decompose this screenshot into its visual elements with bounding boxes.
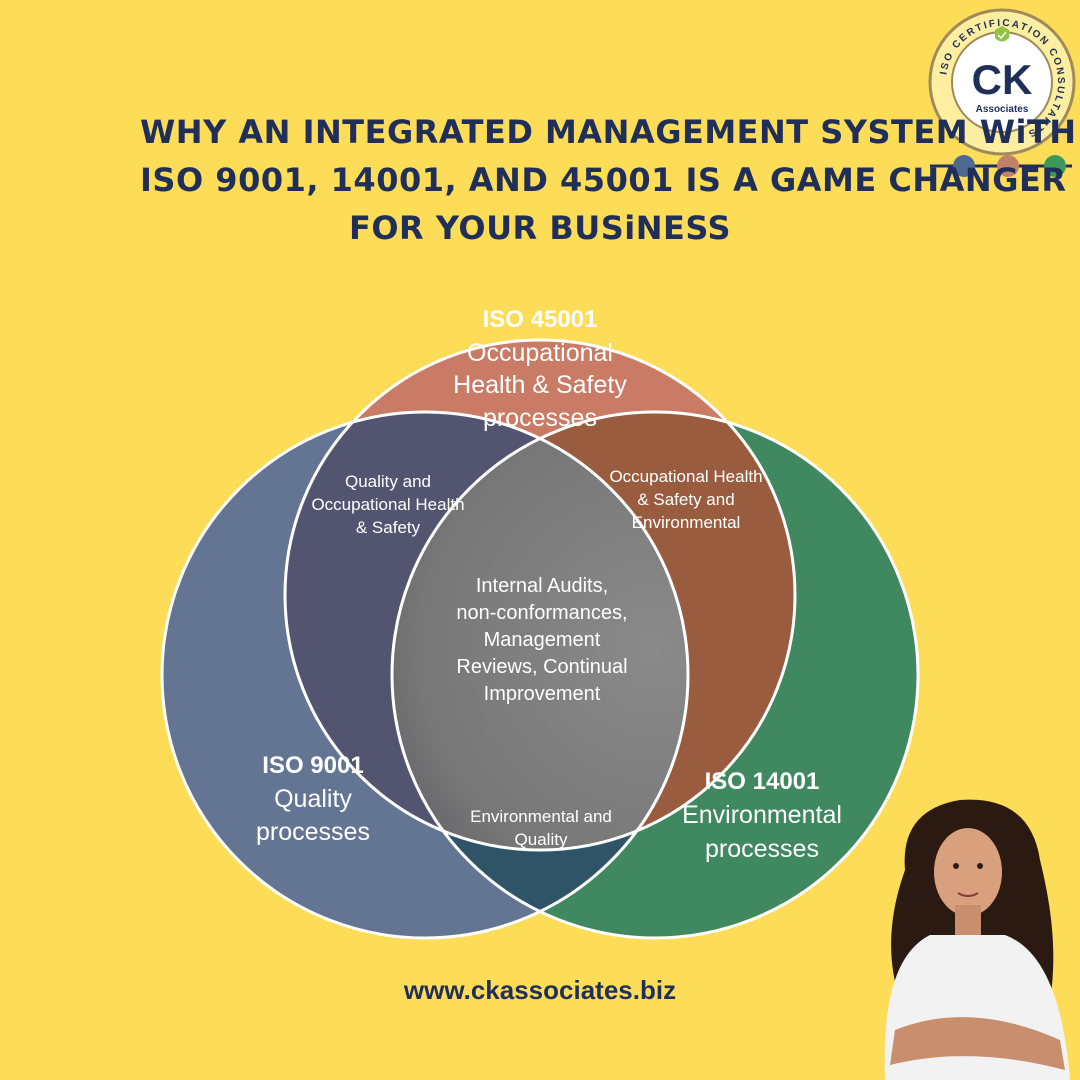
iso9001-title: ISO 9001 xyxy=(262,752,363,779)
blue-dot-icon xyxy=(953,155,975,177)
quality-ohs-line-1: Quality and xyxy=(345,472,431,491)
quality-ohs-line-2: Occupational Health xyxy=(311,495,464,514)
ohs-env-line-2: & Safety and xyxy=(637,490,734,509)
iso14001-title: ISO 14001 xyxy=(705,768,820,795)
outline-left xyxy=(160,410,690,940)
iso14001-line-1: Environmental xyxy=(682,801,842,829)
brown-dot-icon xyxy=(997,155,1019,177)
center-line-3: Management xyxy=(484,629,601,651)
ohs-env-line-1: Occupational Health xyxy=(609,467,762,486)
env-quality-line-2: Quality xyxy=(515,830,568,849)
iso9001-line-2: processes xyxy=(256,818,370,846)
ck-associates-logo[interactable]: ISO CERTIFICATION CONSULTANTS CK Associa… xyxy=(928,8,1076,156)
iso45001-line-1: Occupational xyxy=(467,339,613,367)
iso9001-line-1: Quality xyxy=(274,785,352,813)
iso45001-line-2: Health & Safety xyxy=(453,371,627,399)
logo-sub-text: Associates xyxy=(976,104,1029,115)
outline-right xyxy=(390,410,920,940)
venn-diagram: ISO 45001 Occupational Health & Safety p… xyxy=(160,306,920,940)
env-quality-line-1: Environmental and xyxy=(470,807,612,826)
logo-main-text: CK xyxy=(972,56,1033,103)
iso45001-line-3: processes xyxy=(483,404,597,432)
center-line-5: Improvement xyxy=(484,683,601,705)
title-line-1: WHY AN INTEGRATED MANAGEMENT SYSTEM WiTH xyxy=(140,113,1077,151)
iso45001-title: ISO 45001 xyxy=(483,306,598,333)
iso14001-line-2: processes xyxy=(705,835,819,863)
title-line-2: ISO 9001, 14001, AND 45001 IS A GAME CHA… xyxy=(140,161,1067,199)
website-link[interactable]: www.ckassociates.biz xyxy=(403,975,677,1005)
center-line-2: non-conformances, xyxy=(456,602,627,624)
shield-check-icon xyxy=(995,26,1009,42)
center-line-4: Reviews, Continual xyxy=(456,656,627,678)
decorative-dots xyxy=(930,155,1072,177)
center-line-1: Internal Audits, xyxy=(476,575,608,597)
title-line-3: FOR YOUR BUSiNESS xyxy=(348,209,732,247)
woman-photo xyxy=(884,799,1070,1080)
green-dot-icon xyxy=(1044,155,1066,177)
quality-ohs-line-3: & Safety xyxy=(356,518,421,537)
ohs-env-line-3: Environmental xyxy=(632,513,741,532)
page-title: WHY AN INTEGRATED MANAGEMENT SYSTEM WiTH… xyxy=(140,108,1077,252)
outline-top xyxy=(283,338,797,852)
center-overlap xyxy=(392,412,688,850)
